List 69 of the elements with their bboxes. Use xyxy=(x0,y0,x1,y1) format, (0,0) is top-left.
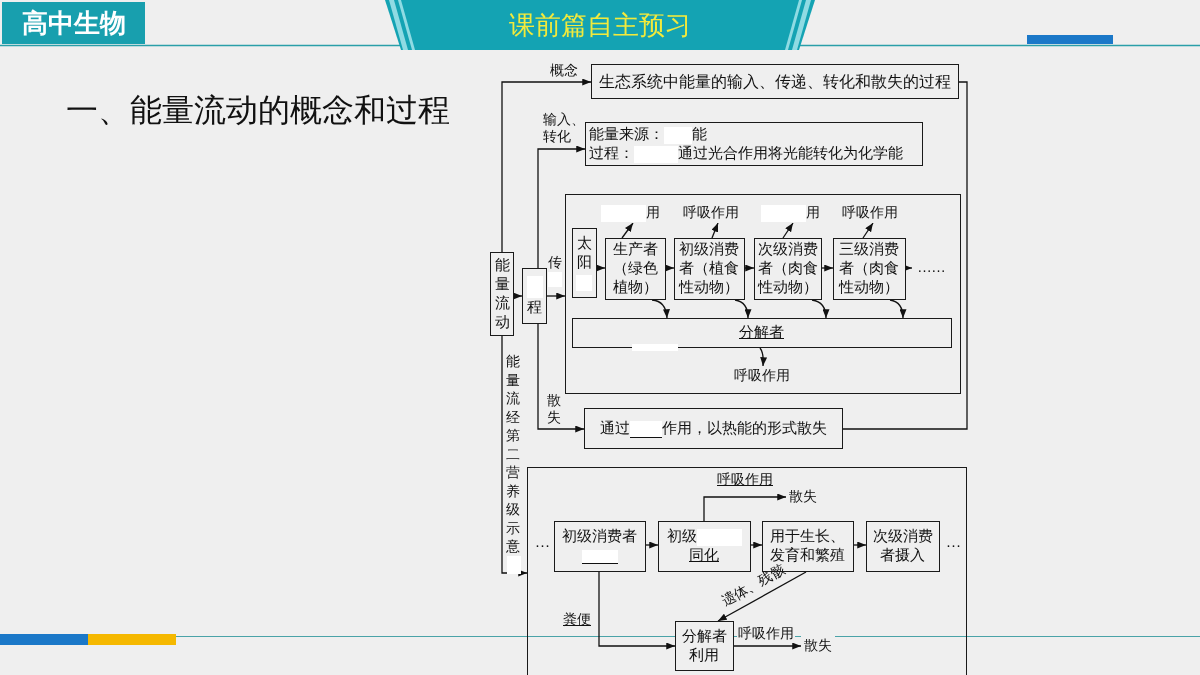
edge-label: 粪便 xyxy=(562,611,592,628)
arrow xyxy=(703,493,787,522)
box-text: 通过光合作用将光能转化为化学能 xyxy=(678,145,903,161)
process-box: 次级消费者（肉食性动物） xyxy=(753,237,822,300)
group-box xyxy=(527,467,967,675)
ellipsis-text: … xyxy=(535,533,550,552)
page-heading: 一、能量流动的概念和过程 xyxy=(66,90,450,131)
arrow xyxy=(598,571,676,650)
edge-label: 散失 xyxy=(547,392,563,426)
arrow xyxy=(734,299,752,319)
arrow xyxy=(717,571,807,622)
arrow xyxy=(821,264,834,272)
box-text: 能 xyxy=(692,125,707,142)
arrow xyxy=(733,642,802,650)
process-box: 分解者利用 xyxy=(674,620,734,671)
edge-label: 遗体、残骸 xyxy=(718,561,788,611)
arrow xyxy=(711,222,719,239)
box-text: 初级 xyxy=(666,527,697,544)
arrow xyxy=(750,541,763,549)
connector-line xyxy=(842,81,968,430)
flow-label: 用 xyxy=(646,204,660,220)
arrow xyxy=(645,541,659,549)
box-text: 初级消费者 xyxy=(562,528,637,544)
box-text: 通过 xyxy=(600,419,630,436)
arrow xyxy=(621,222,634,239)
process-box: 次级消费者摄入 xyxy=(865,520,940,572)
arrow xyxy=(537,323,585,433)
box-text: 作用，以热能的形式散失 xyxy=(662,419,827,436)
arrow xyxy=(501,335,528,577)
process-box: 能量流动 xyxy=(490,252,514,336)
box-text: 太阳 xyxy=(576,235,592,270)
arrow xyxy=(501,78,592,253)
edge-label: 呼吸作用 xyxy=(716,471,774,488)
process-box: 三级消费者（肉食性动物） xyxy=(832,237,906,300)
process-box xyxy=(585,122,923,166)
arrow xyxy=(651,299,670,319)
arrow xyxy=(759,347,768,367)
process-box: 初级消费者（植食性动物） xyxy=(673,237,745,300)
process-box: 生产者（绿色植物） xyxy=(604,237,666,300)
process-box: 生态系统中能量的输入、传递、转化和散失的过程 xyxy=(591,64,959,99)
box-text: 过程： xyxy=(589,145,634,161)
ellipsis-text: … xyxy=(946,533,961,552)
arrow xyxy=(513,292,523,300)
box-text: 能量来源： xyxy=(589,125,664,142)
box-text: 程 xyxy=(527,298,542,315)
arrow xyxy=(744,264,755,272)
arrow xyxy=(853,541,867,549)
edge-label: 概念 xyxy=(548,62,580,79)
edge-label: 呼吸作用 xyxy=(737,625,795,642)
process-box xyxy=(571,227,597,298)
process-box xyxy=(553,520,646,572)
arrow xyxy=(782,222,794,239)
arrow xyxy=(546,292,566,300)
process-box xyxy=(657,520,751,572)
arrow xyxy=(811,299,830,319)
edge-label: 传 xyxy=(548,254,564,271)
arrow xyxy=(537,145,586,269)
process-box xyxy=(584,408,843,449)
group-box xyxy=(565,194,961,394)
flow-label: 用 xyxy=(806,204,820,220)
process-box xyxy=(522,268,547,324)
title-badge: 高中生物 xyxy=(2,2,145,44)
arrow xyxy=(862,222,874,239)
arrow xyxy=(889,299,907,319)
arrow xyxy=(665,264,675,272)
banner-tab: 课前篇自主预习 xyxy=(385,0,815,50)
process-box: 分解者 xyxy=(571,317,952,348)
box-text: 同化 xyxy=(689,547,719,564)
arrow xyxy=(596,264,606,272)
